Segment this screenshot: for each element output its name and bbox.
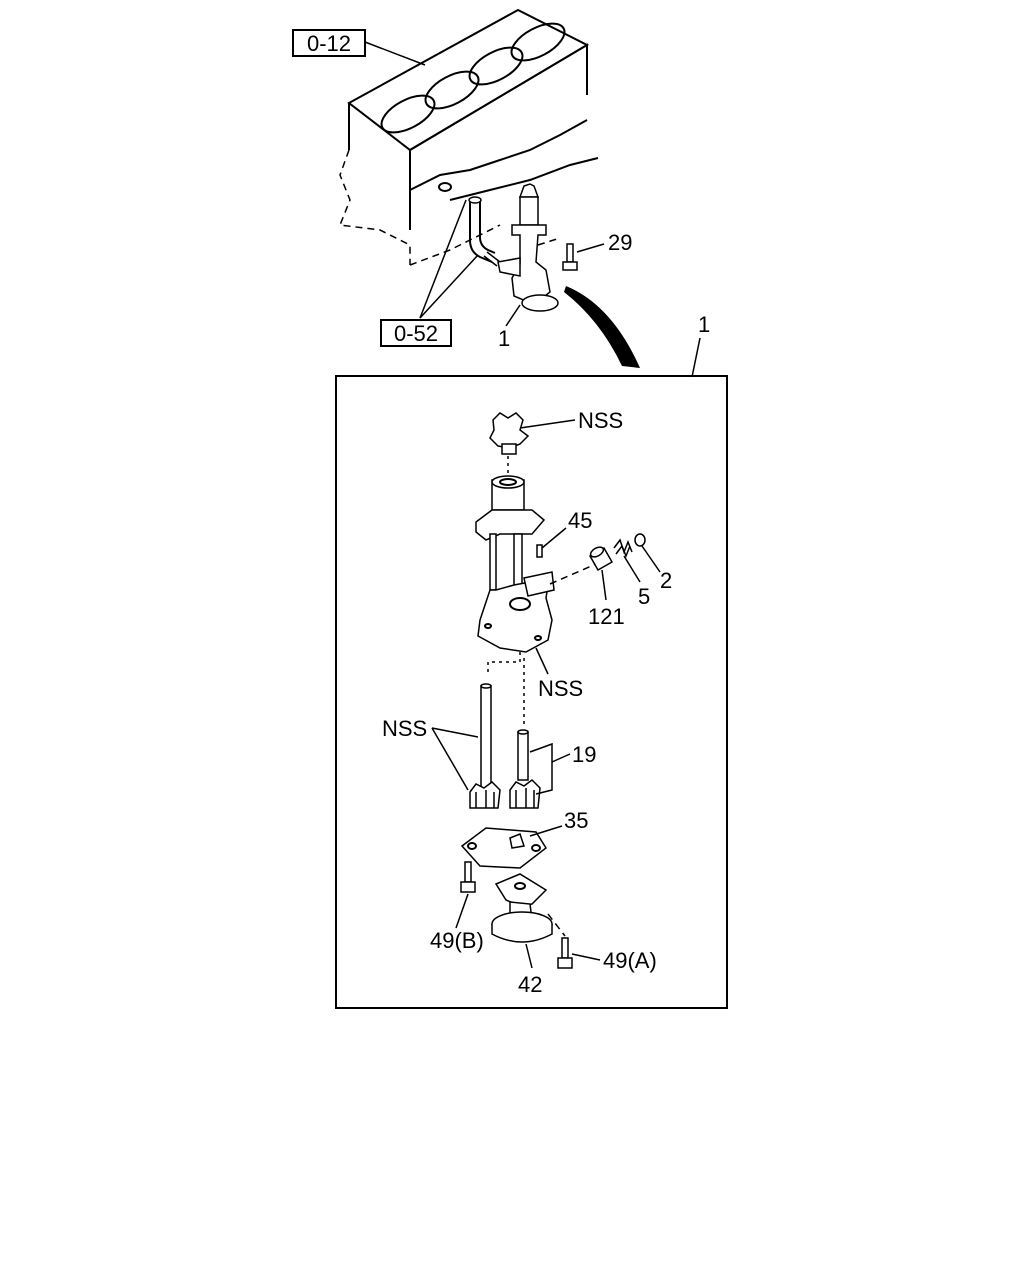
callout-19: 19 bbox=[572, 742, 596, 767]
oil-pump-body[interactable] bbox=[475, 475, 555, 653]
reference-0-12[interactable]: 0-12 bbox=[292, 29, 366, 57]
bolt-49a[interactable] bbox=[557, 937, 573, 969]
plug-2[interactable] bbox=[634, 533, 646, 547]
engine-block bbox=[338, 8, 599, 266]
cylinder-bores bbox=[380, 22, 566, 134]
callout-29: 29 bbox=[608, 230, 632, 255]
detail-arrow bbox=[564, 286, 640, 368]
callout-35: 35 bbox=[564, 808, 588, 833]
reference-0-52[interactable]: 0-52 bbox=[380, 319, 452, 347]
callout-49a: 49(A) bbox=[603, 948, 657, 973]
callout-42: 42 bbox=[518, 972, 542, 997]
relief-valve-121[interactable] bbox=[588, 545, 614, 572]
detail-frame bbox=[335, 375, 728, 1009]
callout-5: 5 bbox=[638, 584, 650, 609]
reference-0-12-label: 0-12 bbox=[307, 31, 351, 56]
spring-5[interactable] bbox=[613, 538, 633, 559]
callout-45: 45 bbox=[568, 508, 592, 533]
oil-strainer-42[interactable] bbox=[491, 873, 553, 943]
callout-1-frame: 1 bbox=[698, 312, 710, 337]
callout-nss-body: NSS bbox=[538, 676, 583, 701]
callout-nss-shaft: NSS bbox=[382, 716, 427, 741]
reference-0-52-label: 0-52 bbox=[394, 321, 438, 346]
callout-121: 121 bbox=[588, 604, 625, 629]
bolt-29[interactable] bbox=[562, 243, 578, 271]
oil-pump-assembly-small[interactable] bbox=[497, 183, 559, 312]
drive-shaft-gear[interactable] bbox=[469, 683, 501, 809]
idler-shaft-gear-19[interactable] bbox=[509, 729, 541, 809]
callout-49b: 49(B) bbox=[430, 928, 484, 953]
bolt-49b[interactable] bbox=[460, 861, 476, 893]
callout-1-top: 1 bbox=[498, 326, 510, 351]
pump-cover-35[interactable] bbox=[460, 827, 547, 869]
pin-45[interactable] bbox=[536, 544, 543, 558]
oil-pipe bbox=[468, 196, 501, 267]
callout-2: 2 bbox=[660, 568, 672, 593]
callout-nss-gear: NSS bbox=[578, 408, 623, 433]
drive-gear[interactable] bbox=[489, 412, 530, 455]
